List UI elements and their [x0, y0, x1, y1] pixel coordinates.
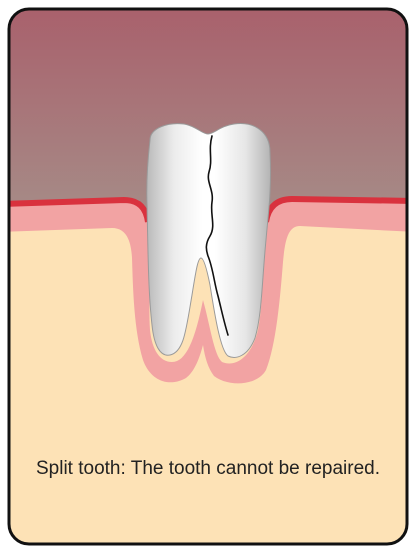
caption-text: Split tooth: The tooth cannot be repaire… — [30, 455, 386, 482]
